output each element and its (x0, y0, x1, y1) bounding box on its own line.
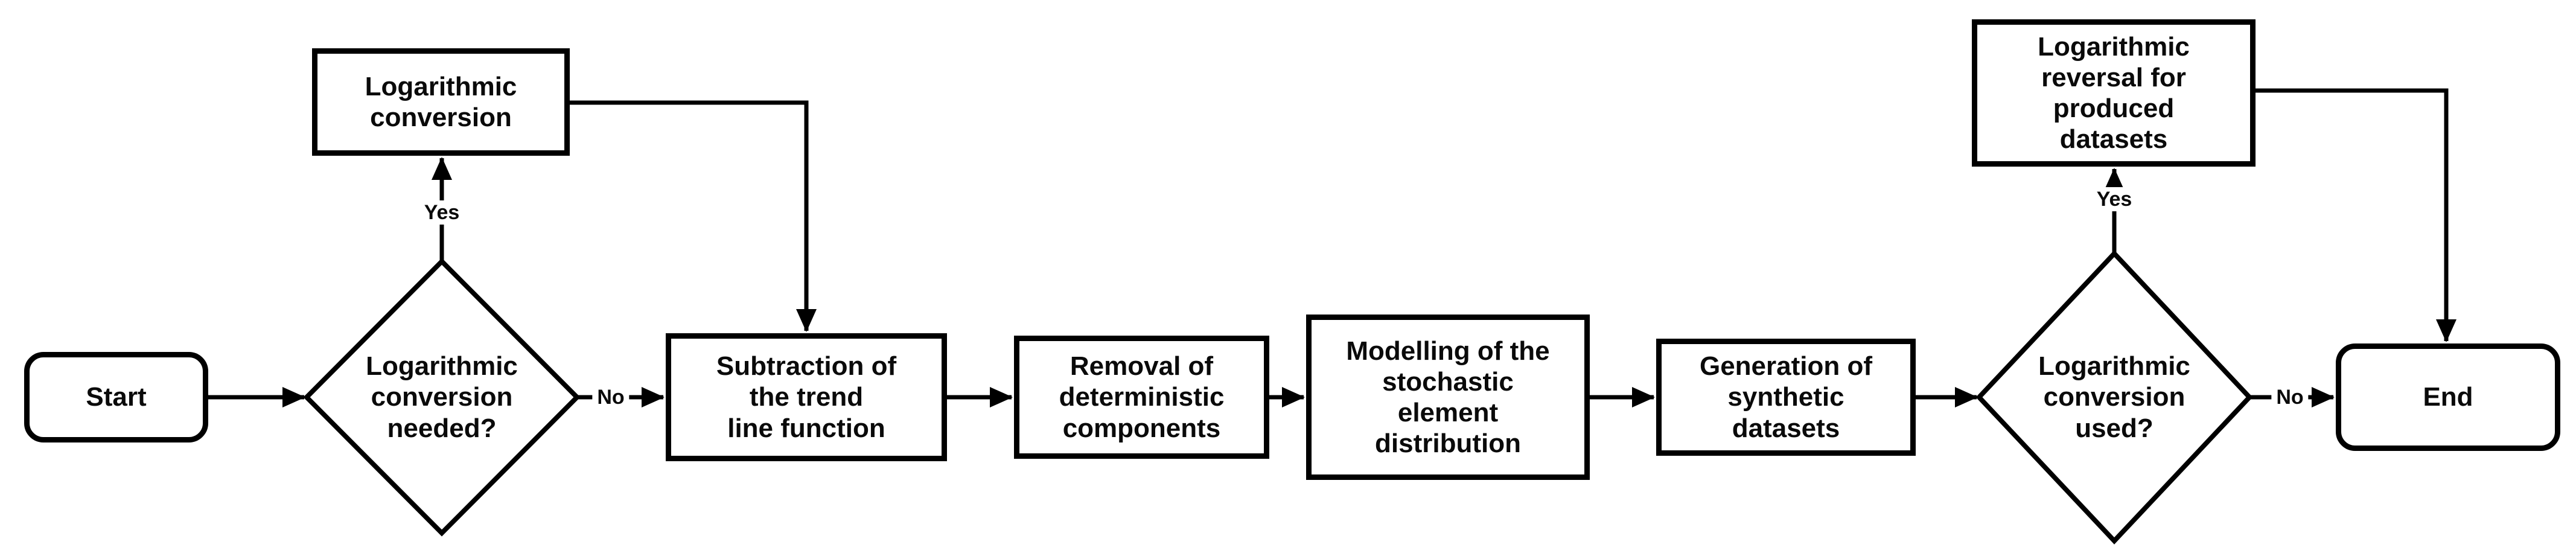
edge-label-no-2: No (2271, 385, 2309, 409)
decision-conversion-used-label: Logarithmic conversion used? (2038, 351, 2190, 443)
node-end: End (2336, 343, 2560, 451)
node-end-label: End (2423, 382, 2473, 412)
node-log-reversal-label: Logarithmic reversal for produced datase… (2038, 31, 2190, 155)
edge-label-no-1: No (592, 385, 630, 409)
edge-label-yes-1: Yes (419, 200, 465, 225)
node-generation-label: Generation of synthetic datasets (1699, 351, 1873, 443)
node-start-label: Start (86, 382, 147, 412)
decision-conversion-needed-label: Logarithmic conversion needed? (366, 351, 518, 443)
node-removal-label: Removal of deterministic components (1059, 351, 1225, 443)
node-log-reversal: Logarithmic reversal for produced datase… (1972, 19, 2256, 167)
decision-conversion-used: Logarithmic conversion used? (2000, 347, 2229, 447)
node-removal: Removal of deterministic components (1014, 336, 1269, 459)
node-start: Start (24, 352, 208, 442)
node-modelling: Modelling of the stochastic element dist… (1306, 315, 1590, 480)
node-log-conversion-label: Logarithmic conversion (365, 71, 517, 132)
decision-conversion-needed: Logarithmic conversion needed? (327, 347, 556, 447)
edge-label-yes-2: Yes (2091, 187, 2137, 211)
node-subtraction: Subtraction of the trend line function (666, 333, 947, 461)
node-log-conversion: Logarithmic conversion (312, 48, 570, 156)
node-modelling-label: Modelling of the stochastic element dist… (1346, 336, 1550, 459)
node-generation: Generation of synthetic datasets (1656, 339, 1916, 456)
decision-diamond-conversion-needed (303, 258, 581, 537)
connector-log-reversal-to-end (2256, 88, 2456, 342)
decision-diamond-conversion-used (1975, 250, 2253, 545)
node-subtraction-label: Subtraction of the trend line function (716, 351, 897, 443)
connector-log-conversion-to-subtraction (570, 100, 817, 332)
